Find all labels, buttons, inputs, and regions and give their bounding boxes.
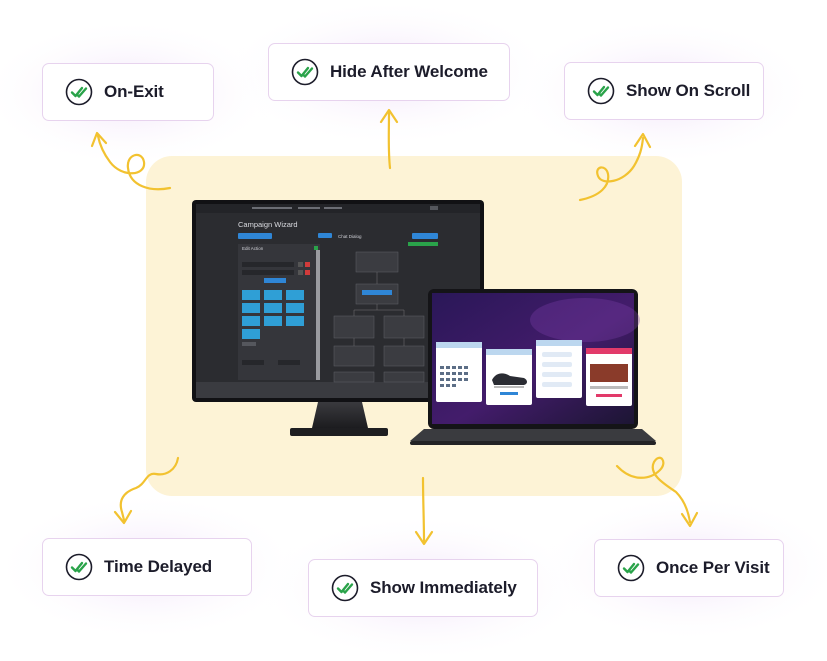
feature-card-hide-after-welcome: Hide After Welcome [268,43,510,101]
feature-label: Show Immediately [370,578,517,597]
feature-card-show-on-scroll: Show On Scroll [564,62,764,120]
feature-label: Hide After Welcome [330,62,488,81]
feature-card-time-delayed: Time Delayed [42,538,252,596]
double-check-icon [331,574,359,602]
laptop [410,289,656,445]
feature-card-on-exit: On-Exit [42,63,214,121]
double-check-icon [291,58,319,86]
feature-card-once-per-visit: Once Per Visit [594,539,784,597]
double-check-icon [587,77,615,105]
feature-label: Once Per Visit [656,558,770,577]
feature-label: Time Delayed [104,557,213,576]
monitor-panel-title: Edit Action [242,246,264,251]
monitor-tab-label: Chat Dialog [338,234,362,239]
feature-label: Show On Scroll [626,81,751,100]
double-check-icon [65,78,93,106]
feature-label: On-Exit [104,82,164,101]
double-check-icon [617,554,645,582]
feature-card-show-immediately: Show Immediately [308,559,538,617]
double-check-icon [65,553,93,581]
monitor-app-title: Campaign Wizard [238,220,298,229]
